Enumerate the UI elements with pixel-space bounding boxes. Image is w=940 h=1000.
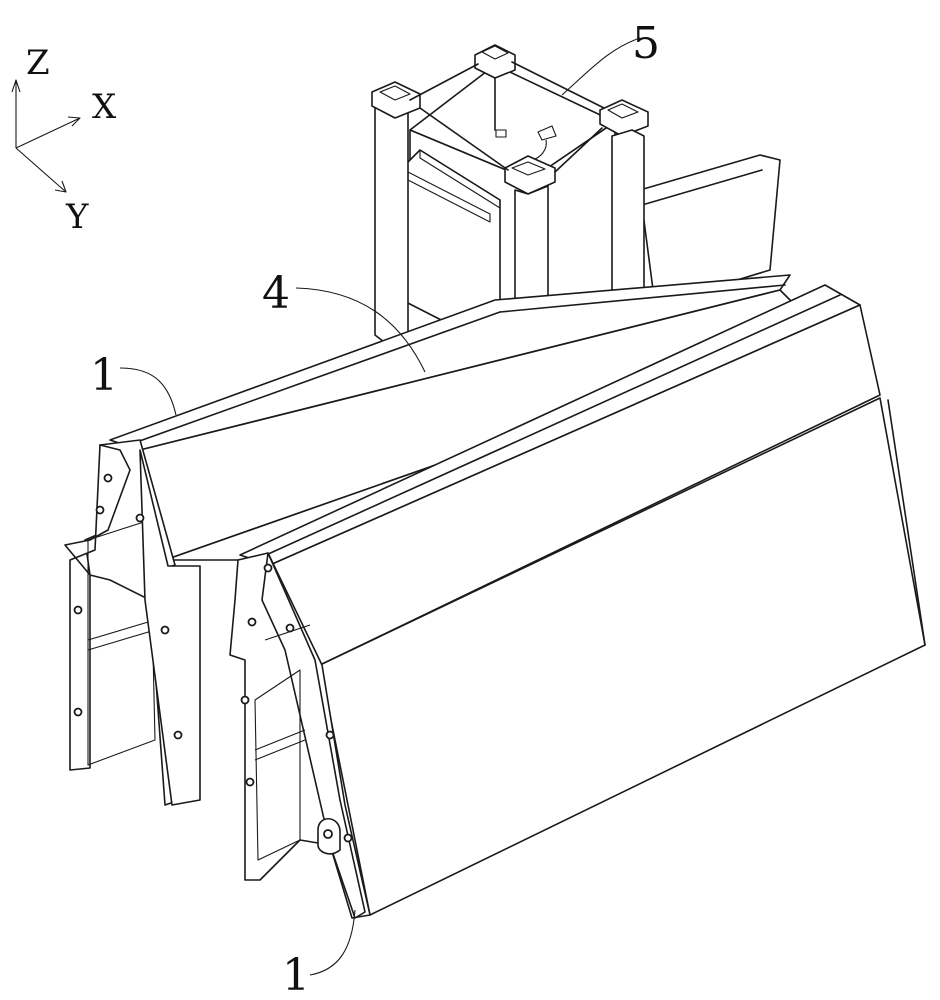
axis-label-y: Y (65, 197, 89, 237)
axis-triad: Z X Y (11, 43, 117, 237)
right-form-unit (229, 284, 926, 919)
label-part-1-lower: 1 (282, 950, 310, 1000)
axis-label-x: X (92, 87, 117, 127)
label-part-1-upper: 1 (90, 350, 118, 401)
label-part-5: 5 (632, 18, 660, 69)
callouts: 5 4 1 1 (90, 18, 660, 1000)
label-part-4: 4 (262, 268, 290, 319)
back-panel (639, 154, 781, 306)
axis-label-z: Z (26, 43, 50, 83)
frame-assembly (371, 44, 649, 419)
